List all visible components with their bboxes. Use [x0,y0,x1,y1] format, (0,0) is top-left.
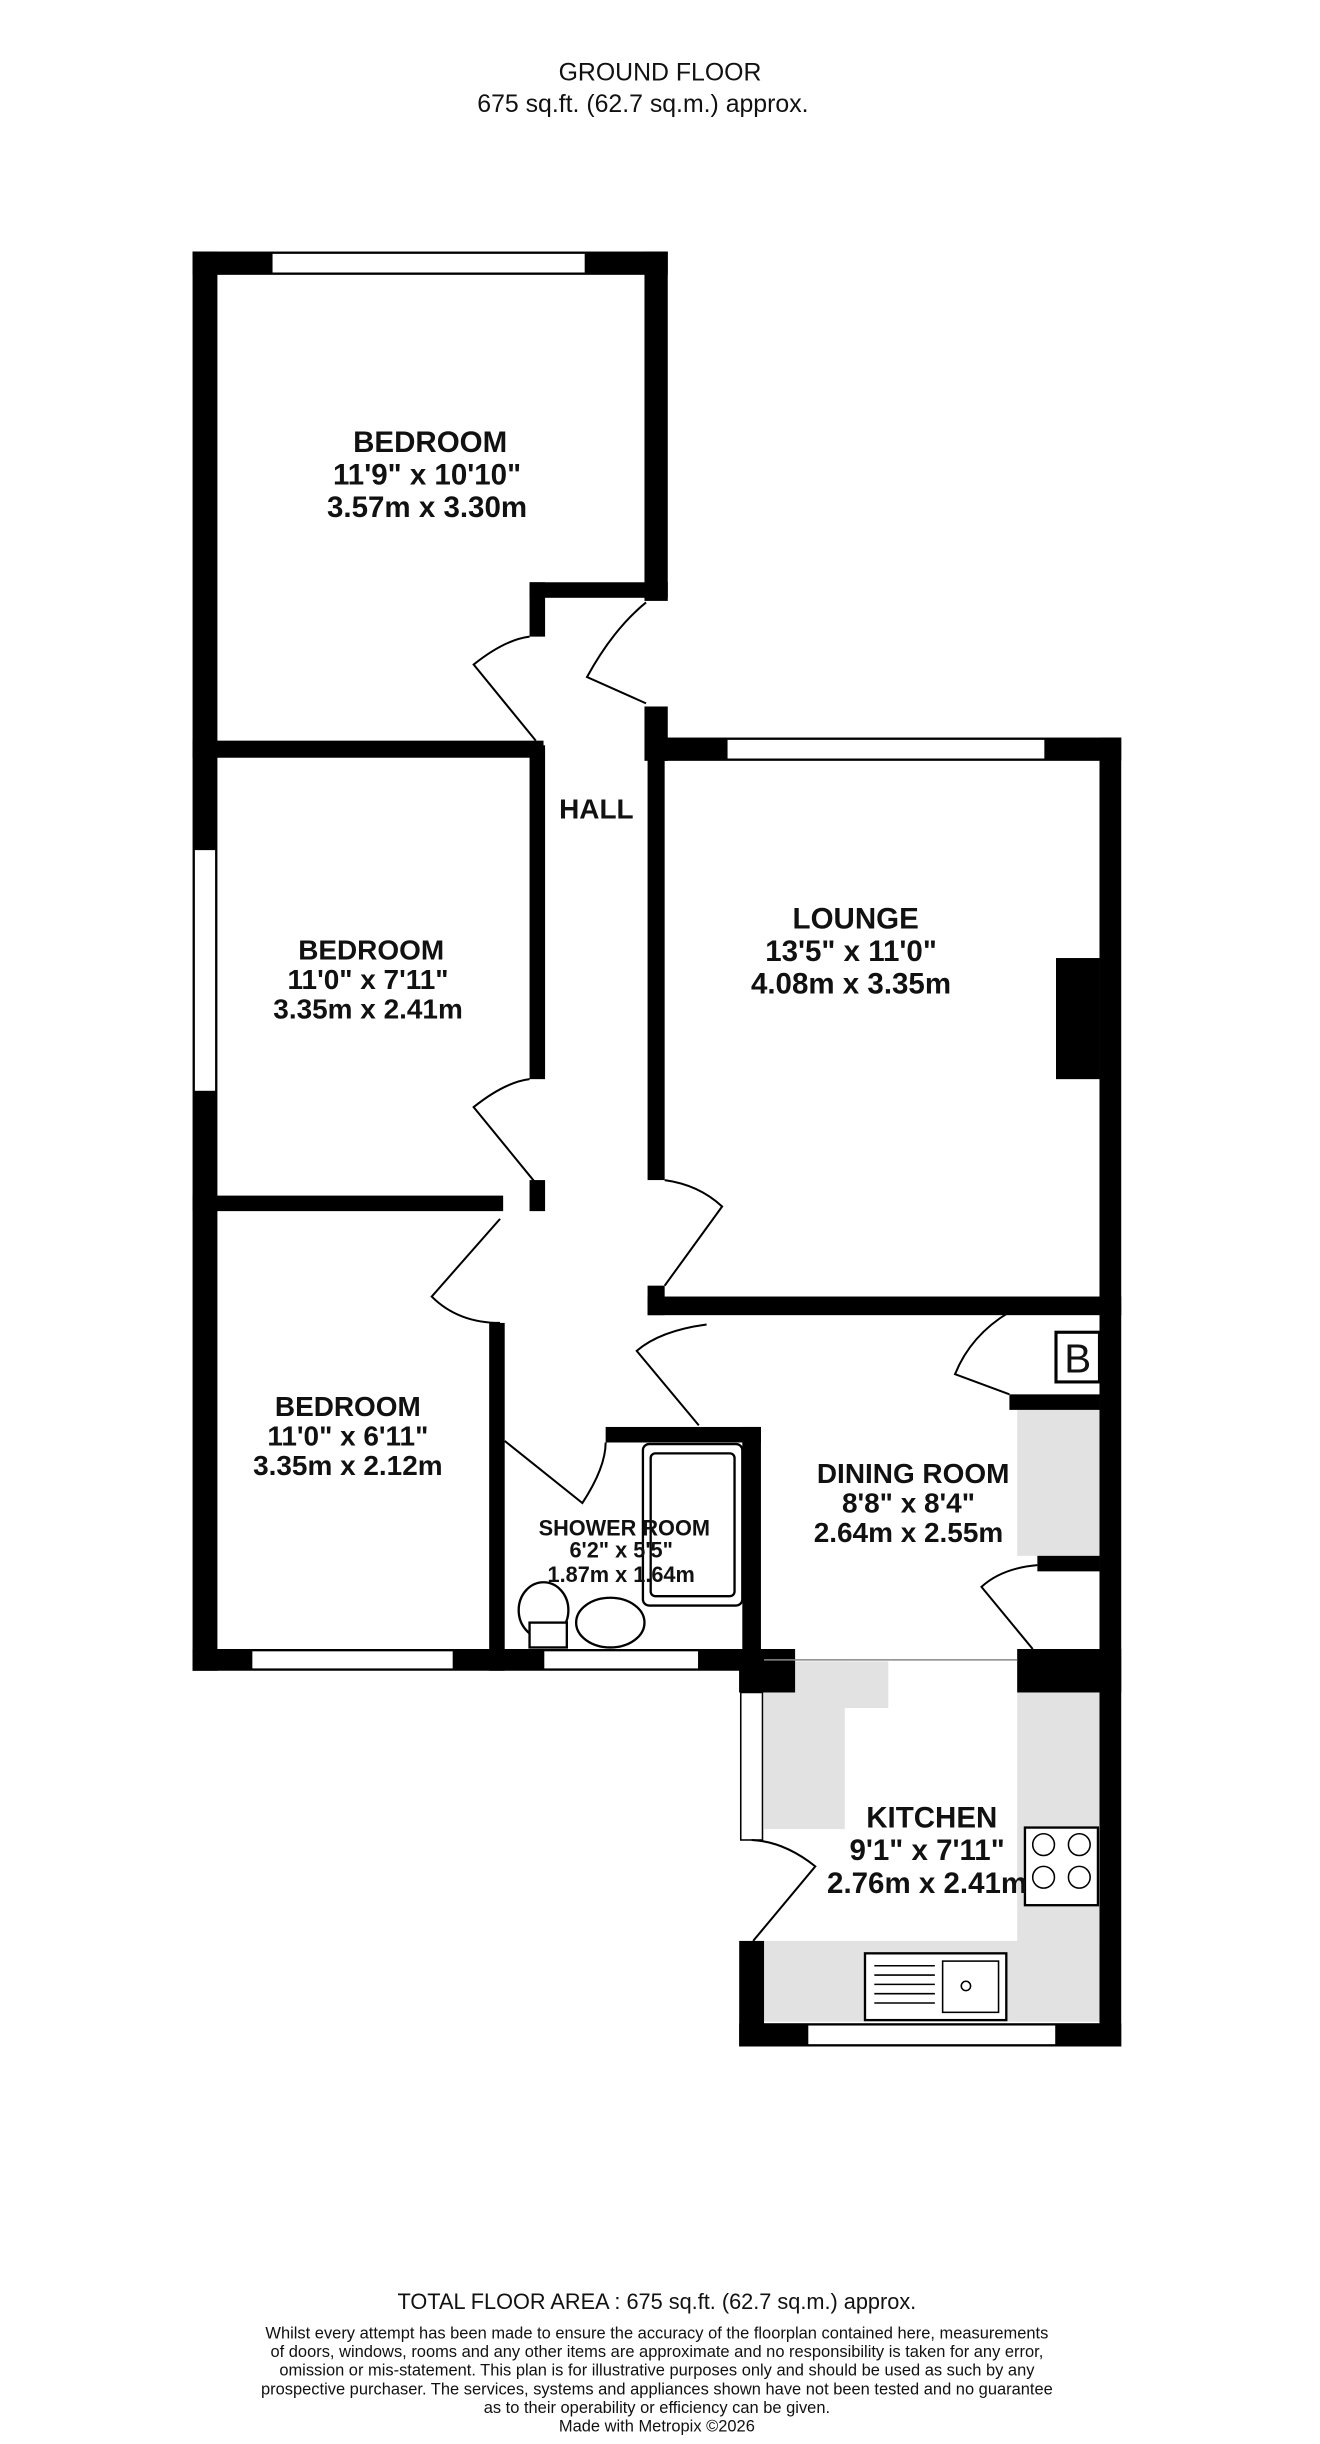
room-imperial: 11'9" x 10'10" [333,458,521,491]
disclaimer-line: of doors, windows, rooms and any other i… [270,2343,1043,2361]
total-floor-area: TOTAL FLOOR AREA : 675 sq.ft. (62.7 sq.m… [398,2289,917,2314]
windows [193,252,1057,2046]
room-metric: 2.64m x 2.55m [814,1517,1004,1548]
room-metric: 3.35m x 2.12m [253,1450,443,1481]
room-metric: 1.87m x 1.64m [548,1562,695,1587]
room-imperial: 6'2" x 5'5" [569,1537,672,1562]
room-name: BEDROOM [275,1391,421,1422]
fireplace [1056,958,1100,1080]
floor-area: 675 sq.ft. (62.7 sq.m.) approx. [477,91,808,118]
room-name: KITCHEN [866,1802,997,1835]
credit: Made with Metropix ©2026 [559,2418,755,2436]
room-metric: 3.57m x 3.30m [327,491,527,524]
doors [430,601,1038,1942]
disclaimer-line: as to their operability or efficiency ca… [484,2399,830,2417]
room-shower: SHOWER ROOM 6'2" x 5'5" 1.87m x 1.64m [539,1516,710,1588]
room-imperial: 8'8" x 8'4" [842,1487,975,1518]
hob-icon [1023,1826,1100,1907]
room-name: BEDROOM [353,426,507,459]
room-metric: 2.76m x 2.41m [827,1867,1027,1900]
sink-icon [863,1952,1008,2022]
basin-icon [574,1596,646,1649]
floor-title: GROUND FLOOR [559,60,762,87]
sanitaryware: B [517,1330,1102,2022]
room-bedroom-3: BEDROOM 11'0" x 6'11" 3.35m x 2.12m [253,1391,443,1481]
room-imperial: 9'1" x 7'11" [849,1834,1004,1867]
room-name: LOUNGE [793,903,919,936]
room-lounge: LOUNGE 13'5" x 11'0" 4.08m x 3.35m [751,903,951,1001]
room-labels: BEDROOM 11'9" x 10'10" 3.57m x 3.30m BED… [253,426,1027,1900]
room-hall: HALL [559,793,633,824]
room-kitchen: KITCHEN 9'1" x 7'11" 2.76m x 2.41m [827,1802,1027,1900]
room-name: BEDROOM [298,935,444,966]
room-name: DINING ROOM [817,1458,1009,1489]
disclaimer-line: omission or mis-statement. This plan is … [279,2362,1035,2380]
room-imperial: 11'0" x 7'11" [288,964,449,995]
header: GROUND FLOOR 675 sq.ft. (62.7 sq.m.) app… [477,60,808,118]
disclaimer-line: Whilst every attempt has been made to en… [265,2324,1048,2342]
room-imperial: 13'5" x 11'0" [765,935,937,968]
room-metric: 4.08m x 3.35m [751,968,951,1001]
room-dining: DINING ROOM 8'8" x 8'4" 2.64m x 2.55m [814,1458,1010,1548]
disclaimer-line: prospective purchaser. The services, sys… [261,2380,1053,2398]
room-imperial: 11'0" x 6'11" [267,1421,428,1452]
boiler-label: B [1064,1336,1091,1382]
boiler-icon [1054,1330,1102,1384]
room-bedroom-2: BEDROOM 11'0" x 7'11" 3.35m x 2.41m [273,935,463,1025]
shower-tray-icon [641,1442,744,1607]
room-bedroom-1: BEDROOM 11'9" x 10'10" 3.57m x 3.30m [327,426,527,524]
room-metric: 3.35m x 2.41m [273,994,463,1025]
room-name: SHOWER ROOM [539,1516,710,1541]
footer: TOTAL FLOOR AREA : 675 sq.ft. (62.7 sq.m… [261,2289,1053,2436]
